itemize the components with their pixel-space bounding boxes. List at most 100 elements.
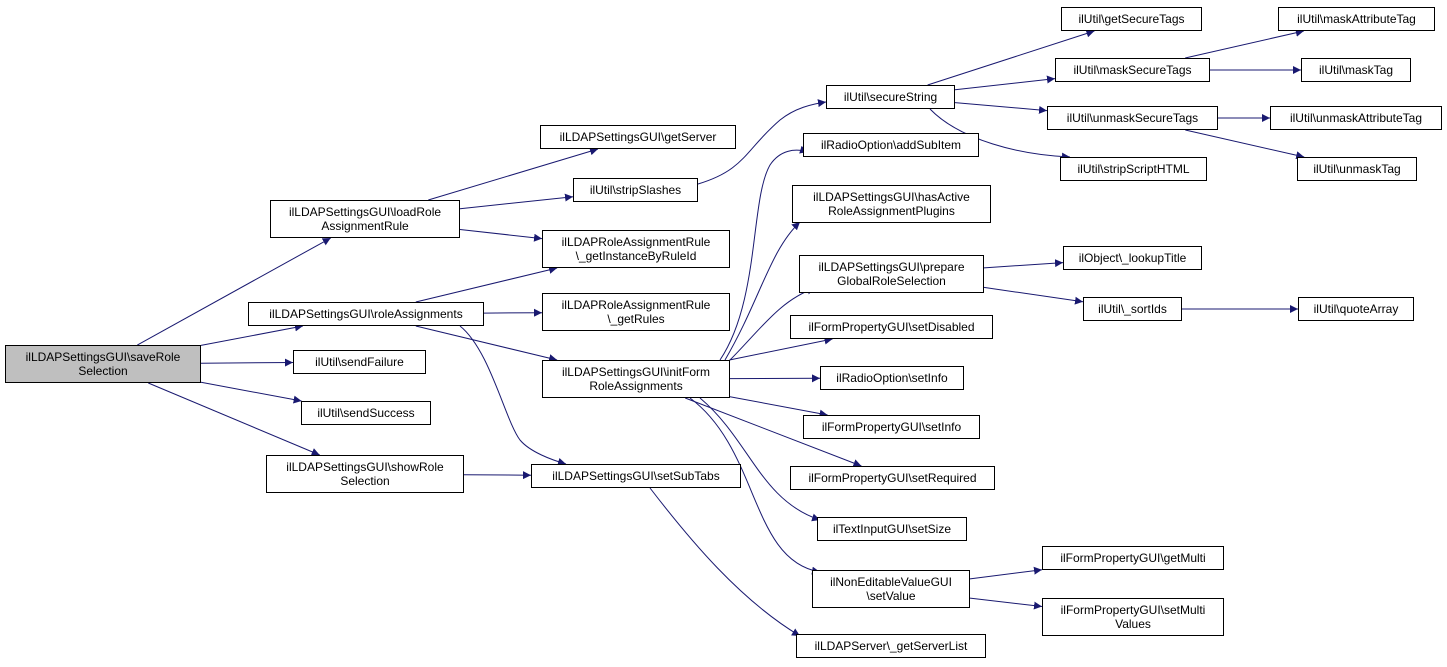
edge-loadRoleAssignmentRule-to-getInstanceByRuleId — [459, 229, 543, 242]
edge-stripSlashes-to-secureString — [697, 99, 827, 185]
node-label: ilLDAPSettingsGUI\saveRole — [25, 350, 181, 364]
node-label: ilUtil\_sortIds — [1098, 302, 1167, 316]
edge-initFormRoleAssignments-to-setValue — [689, 397, 821, 575]
node-sendSuccess[interactable]: ilUtil\sendSuccess — [301, 401, 431, 425]
edge-initFormRoleAssignments-to-setDisabled — [729, 336, 833, 361]
edge-root-to-loadRoleAssignmentRule — [137, 237, 331, 346]
node-label: ilUtil\unmaskTag — [1313, 162, 1401, 176]
edge-root-to-sendSuccess — [200, 381, 302, 404]
node-maskTag[interactable]: ilUtil\maskTag — [1301, 58, 1411, 82]
node-getInstanceByRuleId[interactable]: ilLDAPRoleAssignmentRule\_getInstanceByR… — [542, 230, 730, 268]
edge-secureString-to-getSecureTags — [927, 29, 1095, 86]
node-label: ilUtil\maskSecureTags — [1073, 63, 1192, 77]
edge-secureString-to-stripScriptHTML — [929, 108, 1071, 161]
node-label: ilLDAPRoleAssignmentRule — [561, 298, 711, 312]
edge-initFormRoleAssignments-to-setSize — [699, 397, 821, 522]
node-getRules[interactable]: ilLDAPRoleAssignmentRule\_getRules — [542, 293, 730, 331]
node-unmaskTag[interactable]: ilUtil\unmaskTag — [1297, 157, 1417, 181]
node-setRequired[interactable]: ilFormPropertyGUI\setRequired — [790, 466, 995, 490]
node-getServerList[interactable]: ilLDAPServer\_getServerList — [796, 634, 986, 658]
edge-roleAssignments-to-initFormRoleAssignments — [415, 325, 558, 363]
node-sendFailure[interactable]: ilUtil\sendFailure — [293, 350, 426, 374]
node-setSize[interactable]: ilTextInputGUI\setSize — [817, 517, 967, 541]
node-unmaskSecureTags[interactable]: ilUtil\unmaskSecureTags — [1047, 106, 1218, 130]
node-label: ilLDAPSettingsGUI\roleAssignments — [269, 307, 463, 321]
node-label: ilUtil\unmaskSecureTags — [1066, 111, 1199, 125]
node-unmaskAttributeTag[interactable]: ilUtil\unmaskAttributeTag — [1270, 106, 1442, 130]
node-getSecureTags[interactable]: ilUtil\getSecureTags — [1061, 7, 1202, 31]
edge-secureString-to-unmaskSecureTags — [954, 102, 1048, 114]
node-label: ilUtil\sendSuccess — [317, 406, 415, 420]
edge-root-to-sendFailure — [200, 358, 294, 367]
node-setSubTabs[interactable]: ilLDAPSettingsGUI\setSubTabs — [531, 464, 741, 488]
node-label: ilUtil\quoteArray — [1313, 302, 1399, 316]
node-label: ilFormPropertyGUI\setMulti — [1060, 603, 1206, 617]
node-getServer[interactable]: ilLDAPSettingsGUI\getServer — [540, 125, 736, 149]
node-label: ilRadioOption\addSubItem — [820, 138, 962, 152]
node-label: ilLDAPSettingsGUI\setSubTabs — [552, 469, 720, 483]
node-sortIds[interactable]: ilUtil\_sortIds — [1083, 297, 1182, 321]
node-label: ilNonEditableValueGUI — [830, 575, 952, 589]
node-label: ilRadioOption\setInfo — [836, 371, 948, 385]
node-label: ilUtil\stripSlashes — [589, 183, 682, 197]
node-label: ilUtil\unmaskAttributeTag — [1289, 111, 1423, 125]
edge-initFormRoleAssignments-to-setRequired — [685, 397, 862, 467]
node-label: Values — [1115, 617, 1151, 631]
node-label: ilLDAPSettingsGUI\prepare — [818, 260, 965, 274]
edge-secureString-to-maskSecureTags — [954, 75, 1056, 91]
node-maskAttributeTag[interactable]: ilUtil\maskAttributeTag — [1278, 7, 1435, 31]
node-getMulti[interactable]: ilFormPropertyGUI\getMulti — [1042, 546, 1224, 570]
node-label: \setValue — [866, 589, 916, 603]
node-label: ilUtil\secureString — [843, 90, 938, 104]
node-label: ilLDAPSettingsGUI\showRole — [286, 460, 444, 474]
node-label: ilLDAPSettingsGUI\loadRole — [288, 205, 442, 219]
node-stripScriptHTML[interactable]: ilUtil\stripScriptHTML — [1060, 157, 1207, 181]
edge-prepareGlobalRoleSelection-to-sortIds — [983, 286, 1084, 305]
node-label: ilFormPropertyGUI\setInfo — [821, 420, 962, 434]
node-label: ilFormPropertyGUI\setRequired — [808, 471, 977, 485]
edge-setValue-to-getMulti — [969, 566, 1043, 580]
node-label: \_getInstanceByRuleId — [575, 249, 697, 263]
node-addSubItem[interactable]: ilRadioOption\addSubItem — [803, 133, 979, 157]
edge-roleAssignments-to-getInstanceByRuleId — [415, 265, 558, 303]
node-label: ilUtil\sendFailure — [315, 355, 404, 369]
node-label: Selection — [78, 364, 128, 378]
node-setDisabled[interactable]: ilFormPropertyGUI\setDisabled — [790, 315, 993, 339]
node-label: ilFormPropertyGUI\getMulti — [1060, 551, 1206, 565]
node-label: Selection — [340, 474, 390, 488]
node-maskSecureTags[interactable]: ilUtil\maskSecureTags — [1055, 58, 1210, 82]
node-label: ilFormPropertyGUI\setDisabled — [808, 320, 975, 334]
node-lookupTitle[interactable]: ilObject\_lookupTitle — [1063, 246, 1202, 270]
node-label: GlobalRoleSelection — [837, 274, 946, 288]
node-formSetInfo[interactable]: ilFormPropertyGUI\setInfo — [803, 415, 980, 439]
node-label: ilUtil\stripScriptHTML — [1077, 162, 1190, 176]
node-label: ilObject\_lookupTitle — [1078, 251, 1187, 265]
edge-prepareGlobalRoleSelection-to-lookupTitle — [983, 259, 1064, 269]
edge-loadRoleAssignmentRule-to-stripSlashes — [459, 193, 574, 210]
edge-root-to-showRoleSelection — [148, 382, 320, 456]
edge-unmaskSecureTags-to-unmaskTag — [1185, 129, 1305, 160]
node-secureString[interactable]: ilUtil\secureString — [826, 85, 955, 109]
node-quoteArray[interactable]: ilUtil\quoteArray — [1298, 297, 1414, 321]
node-label: ilLDAPRoleAssignmentRule — [561, 235, 711, 249]
node-label: ilLDAPServer\_getServerList — [814, 639, 968, 653]
node-stripSlashes[interactable]: ilUtil\stripSlashes — [573, 178, 698, 202]
edge-initFormRoleAssignments-to-formSetInfo — [729, 396, 828, 418]
edge-maskSecureTags-to-maskAttributeTag — [1185, 28, 1304, 59]
node-label: ilUtil\maskAttributeTag — [1297, 12, 1416, 26]
node-label: ilLDAPSettingsGUI\getServer — [559, 130, 717, 144]
node-label: ilLDAPSettingsGUI\initForm — [561, 365, 711, 379]
node-setValue[interactable]: ilNonEditableValueGUI\setValue — [812, 570, 970, 608]
edge-loadRoleAssignmentRule-to-getServer — [428, 147, 599, 201]
node-radioSetInfo[interactable]: ilRadioOption\setInfo — [820, 366, 964, 390]
node-label: ilTextInputGUI\setSize — [832, 522, 952, 536]
node-roleAssignments[interactable]: ilLDAPSettingsGUI\roleAssignments — [248, 302, 484, 326]
